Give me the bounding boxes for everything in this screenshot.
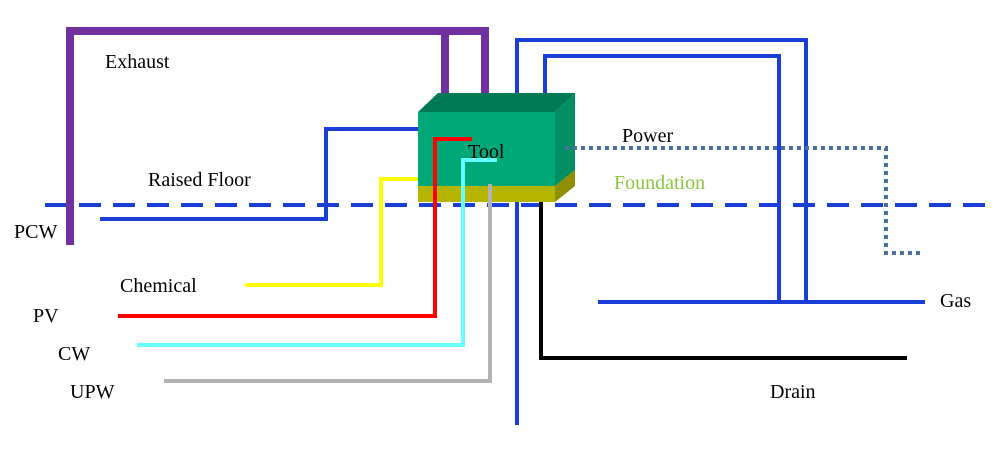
upw-line [164,184,492,383]
label-pv: PV [33,305,59,327]
label-drain: Drain [770,381,816,403]
foundation-block [418,186,555,202]
tool-top-face [418,93,575,112]
label-foundation: Foundation [614,172,705,194]
label-pcw: PCW [14,221,57,243]
tool-box [418,93,575,202]
pv-line [118,137,472,318]
label-cw: CW [58,343,90,365]
label-exhaust: Exhaust [105,51,170,73]
cw-line [137,158,497,347]
exhaust-duct [66,27,489,245]
drain-line [539,202,907,360]
power-signal-line [565,146,924,255]
tool-side-face [555,93,575,186]
tool-front-face [418,112,555,186]
label-gas: Gas [940,290,971,312]
foundation-block-side [555,170,575,202]
pcw-line [100,127,418,221]
label-power: Power [622,125,673,147]
label-tool: Tool [468,141,505,163]
label-chemical: Chemical [120,275,197,297]
label-raised-floor: Raised Floor [148,169,251,191]
power-gas-lines [515,38,925,304]
chemical-line [245,177,418,287]
label-upw: UPW [70,381,115,403]
